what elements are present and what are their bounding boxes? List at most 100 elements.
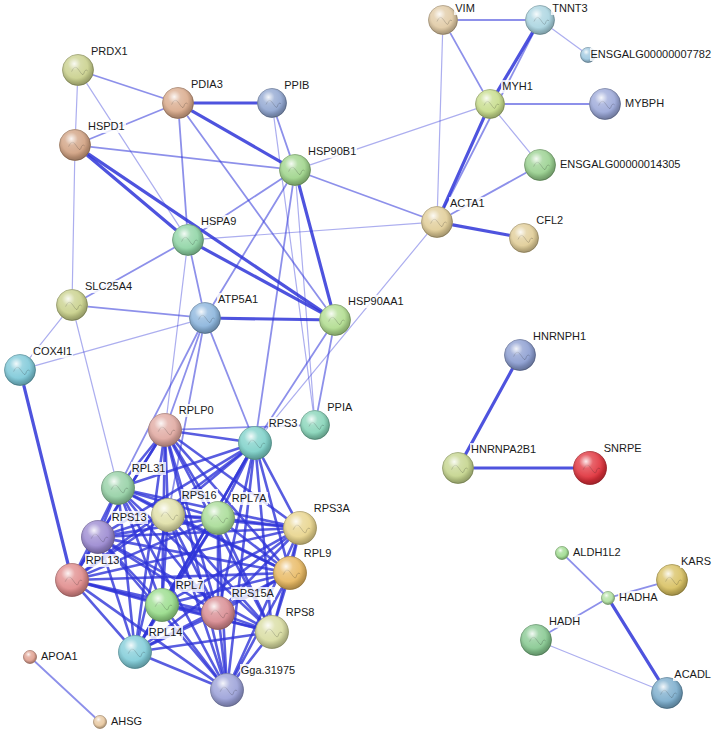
- protein-sphere: [255, 615, 289, 649]
- protein-sphere: [589, 88, 621, 120]
- sphere-gloss: [258, 89, 287, 118]
- sphere-shade: [239, 427, 272, 460]
- protein-label: SLC25A4: [84, 280, 133, 293]
- protein-node: ENSGALG00000007782: [580, 47, 596, 63]
- protein-sphere: [145, 588, 179, 622]
- sphere-gloss: [556, 547, 569, 560]
- sphere-gloss: [57, 290, 88, 321]
- interaction-edge: [182, 432, 238, 440]
- protein-node: RPS16: [151, 498, 185, 532]
- sphere-gloss: [102, 472, 135, 505]
- sphere-body: [280, 155, 311, 186]
- interaction-edge: [192, 111, 281, 162]
- interaction-edge: [76, 321, 114, 472]
- interaction-edge: [88, 307, 189, 317]
- protein-node: RPS3: [238, 426, 272, 460]
- sphere-body: [149, 414, 182, 447]
- interaction-edge: [194, 101, 257, 104]
- interaction-edge: [612, 604, 659, 679]
- protein-node: HSPA9: [172, 224, 204, 256]
- protein-label: ALDH1L2: [572, 546, 622, 559]
- sphere-gloss: [152, 499, 185, 532]
- protein-sphere: [509, 223, 539, 253]
- interaction-edge: [83, 593, 124, 639]
- sphere-shade: [149, 414, 182, 447]
- sphere-gloss: [521, 625, 552, 656]
- interaction-edge: [72, 161, 74, 289]
- protein-sphere: [189, 302, 221, 334]
- sphere-shade: [320, 305, 351, 336]
- protein-sphere: [279, 154, 311, 186]
- sphere-shade: [422, 207, 453, 238]
- sphere-body: [60, 130, 91, 161]
- protein-label: ATP5A1: [217, 293, 259, 306]
- sphere-shade: [24, 651, 37, 664]
- sphere-shade: [556, 547, 569, 560]
- interaction-edge: [458, 19, 525, 21]
- protein-label: HSPD1: [87, 120, 126, 133]
- protein-node: RPS15A: [201, 596, 235, 630]
- sphere-gloss: [202, 502, 235, 535]
- sphere-body: [239, 427, 272, 460]
- sphere-shade: [202, 597, 235, 630]
- protein-node: SLC25A4: [56, 289, 88, 321]
- sphere-gloss: [60, 130, 91, 161]
- sphere-body: [301, 411, 330, 440]
- protein-label: RPS8: [285, 606, 316, 619]
- protein-node: ALDH1L2: [555, 546, 569, 560]
- sphere-shade: [429, 6, 458, 35]
- sphere-shade: [102, 472, 135, 505]
- sphere-body: [602, 592, 615, 605]
- interaction-edge: [179, 119, 187, 224]
- protein-sphere: [238, 426, 272, 460]
- sphere-body: [274, 557, 307, 590]
- protein-sphere: [81, 520, 115, 554]
- protein-sphere: [210, 673, 244, 707]
- protein-node: SNRPE: [573, 451, 607, 485]
- protein-node: APOA1: [23, 650, 37, 664]
- sphere-shade: [57, 290, 88, 321]
- protein-node: RPL9: [273, 556, 307, 590]
- sphere-body: [521, 625, 552, 656]
- protein-sphere: [651, 677, 683, 709]
- interaction-edge: [234, 619, 256, 627]
- sphere-body: [102, 472, 135, 505]
- interaction-edge: [191, 256, 201, 303]
- interaction-edge: [257, 186, 292, 426]
- protein-node: HSP90AA1: [319, 304, 351, 336]
- sphere-shade: [94, 716, 107, 729]
- sphere-gloss: [476, 90, 505, 119]
- sphere-gloss: [173, 225, 204, 256]
- sphere-shade: [476, 90, 505, 119]
- protein-node: PPIB: [257, 88, 287, 118]
- sphere-body: [590, 89, 621, 120]
- protein-node: ATP5A1: [189, 302, 221, 334]
- sphere-shade: [56, 564, 89, 597]
- protein-sphere: [201, 596, 235, 630]
- sphere-body: [256, 616, 289, 649]
- sphere-body: [24, 651, 37, 664]
- sphere-gloss: [239, 427, 272, 460]
- sphere-shade: [152, 499, 185, 532]
- sphere-body: [284, 512, 317, 545]
- protein-node: PPIA: [300, 410, 330, 440]
- sphere-shade: [190, 303, 221, 334]
- sphere-body: [657, 565, 688, 596]
- sphere-gloss: [505, 340, 536, 371]
- sphere-gloss: [146, 589, 179, 622]
- protein-node: PRDX1: [62, 54, 94, 86]
- protein-sphere: [656, 564, 688, 596]
- protein-node: ACADL: [651, 677, 683, 709]
- protein-node: RPS8: [255, 615, 289, 649]
- protein-label: HADH: [548, 615, 581, 628]
- protein-sphere: [101, 471, 135, 505]
- protein-sphere: [59, 129, 91, 161]
- sphere-body: [320, 305, 351, 336]
- sphere-shade: [82, 521, 115, 554]
- sphere-body: [56, 564, 89, 597]
- protein-label: TNNT3: [551, 2, 588, 15]
- sphere-body: [202, 597, 235, 630]
- sphere-body: [57, 290, 88, 321]
- sphere-body: [94, 716, 107, 729]
